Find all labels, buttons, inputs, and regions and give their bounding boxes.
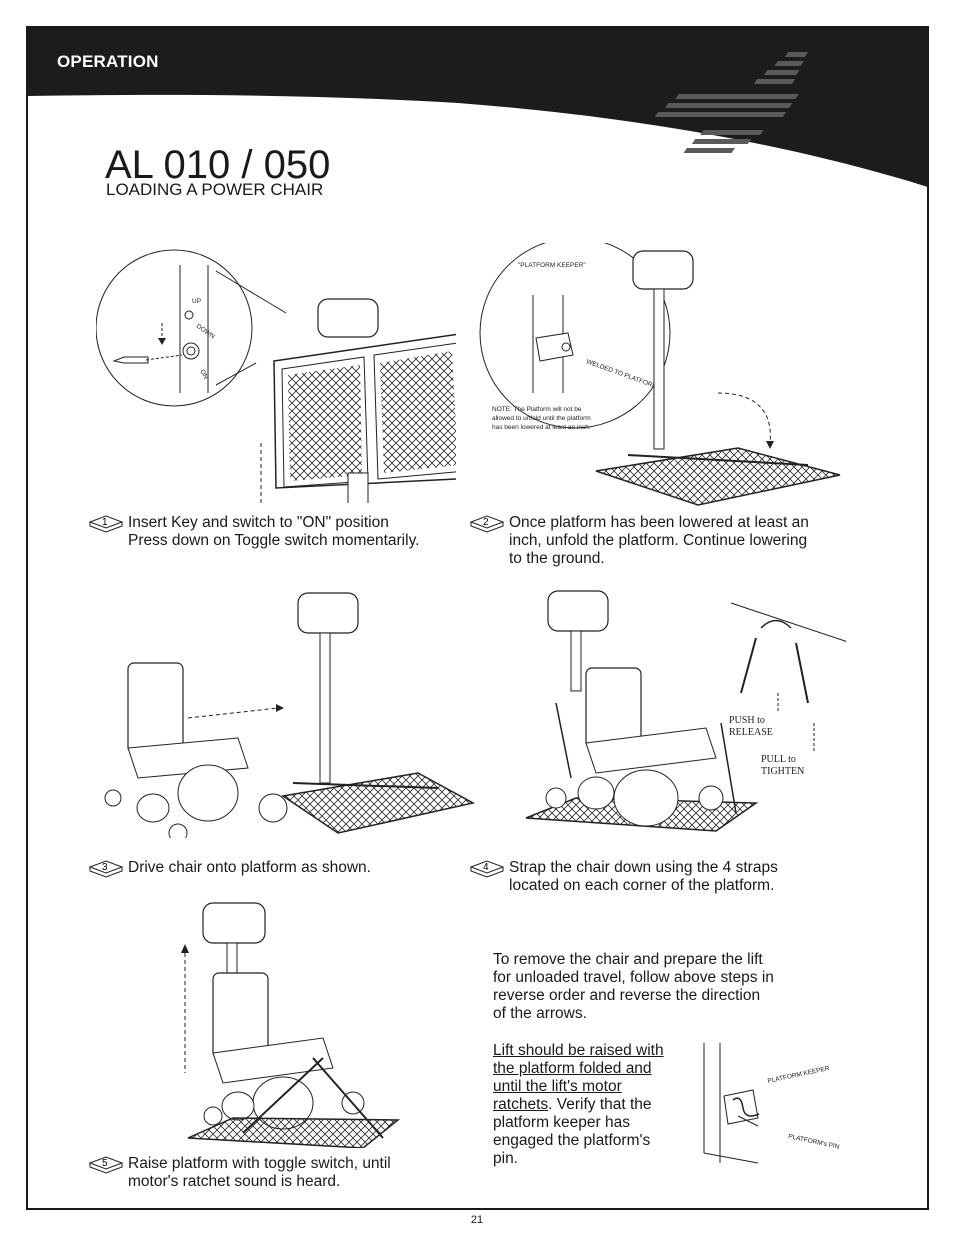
svg-text:has been lowered at least an i: has been lowered at least an inch. (492, 424, 591, 431)
reverse-instructions: To remove the chair and prepare the lift… (493, 951, 774, 1022)
svg-text:4: 4 (483, 862, 489, 873)
step-number-badge: 3 (88, 859, 124, 879)
section-label: OPERATION (57, 52, 159, 71)
svg-text:PULL to: PULL to (761, 754, 796, 765)
figure-key-switch: UP DOWN ON (96, 249, 456, 503)
svg-text:allowed to unfold until the pl: allowed to unfold until the platform (492, 415, 591, 422)
raise-note-underlined: Lift should be raised with the platform … (493, 1042, 664, 1113)
svg-text:3: 3 (102, 862, 108, 873)
step-4: 4 Strap the chair down using the 4 strap… (469, 859, 778, 895)
step-text: Once platform has been lowered at least … (509, 514, 809, 567)
svg-text:UP: UP (192, 298, 201, 305)
step-text: Raise platform with toggle switch, until… (128, 1155, 391, 1190)
step-5: 5 Raise platform with toggle switch, unt… (88, 1155, 391, 1191)
figure-strap-chair: PUSH to RELEASE PULL to TIGHTEN (525, 590, 846, 832)
svg-text:PLATFORM KEEPER: PLATFORM KEEPER (767, 1065, 830, 1085)
step-number-badge: 1 (88, 514, 124, 534)
svg-text:ON: ON (198, 369, 209, 381)
step-1: 1 Insert Key and switch to "ON" position… (88, 514, 419, 550)
step-number-badge: 5 (88, 1155, 124, 1175)
step-number-badge: 2 (469, 514, 505, 534)
svg-text:TIGHTEN: TIGHTEN (761, 766, 804, 777)
svg-text:2: 2 (483, 517, 489, 528)
svg-text:"PLATFORM KEEPER": "PLATFORM KEEPER" (518, 262, 586, 269)
page-number: 21 (470, 1214, 484, 1226)
step-text: Strap the chair down using the 4 straps … (509, 859, 778, 894)
step-3: 3 Drive chair onto platform as shown. (88, 859, 371, 879)
svg-text:PLATFORM's PIN: PLATFORM's PIN (788, 1133, 841, 1151)
raise-note-rest: . Verify that the platform keeper has en… (493, 1096, 652, 1167)
svg-text:1: 1 (102, 517, 108, 528)
header-band (28, 28, 927, 187)
raise-note: Lift should be raised with the platform … (493, 1042, 678, 1168)
step-text: Insert Key and switch to "ON" position P… (128, 514, 420, 549)
step-2: 2 Once platform has been lowered at leas… (469, 514, 809, 568)
figure-drive-chair (104, 592, 476, 838)
figure-platform-keeper: "PLATFORM KEEPER" WELDED TO PLATFORM NOT… (479, 243, 841, 506)
page-title: AL 010 / 050 (105, 143, 331, 187)
figure-raise-platform (181, 902, 401, 1148)
svg-text:5: 5 (102, 1158, 108, 1169)
logo-stripes-icon (654, 52, 809, 153)
svg-text:PUSH to: PUSH to (729, 715, 765, 726)
step-number-badge: 4 (469, 859, 505, 879)
figure-keeper-detail: PLATFORM KEEPER PLATFORM's PIN (703, 1043, 841, 1164)
page-frame: OPERATION AL 010 / 050 LOADING A POWER C… (26, 26, 929, 1210)
step-text: Drive chair onto platform as shown. (128, 859, 371, 876)
svg-text:NOTE: The Platform will not be: NOTE: The Platform will not be (492, 406, 582, 413)
page-subtitle: LOADING A POWER CHAIR (106, 180, 324, 199)
svg-text:RELEASE: RELEASE (729, 727, 773, 738)
